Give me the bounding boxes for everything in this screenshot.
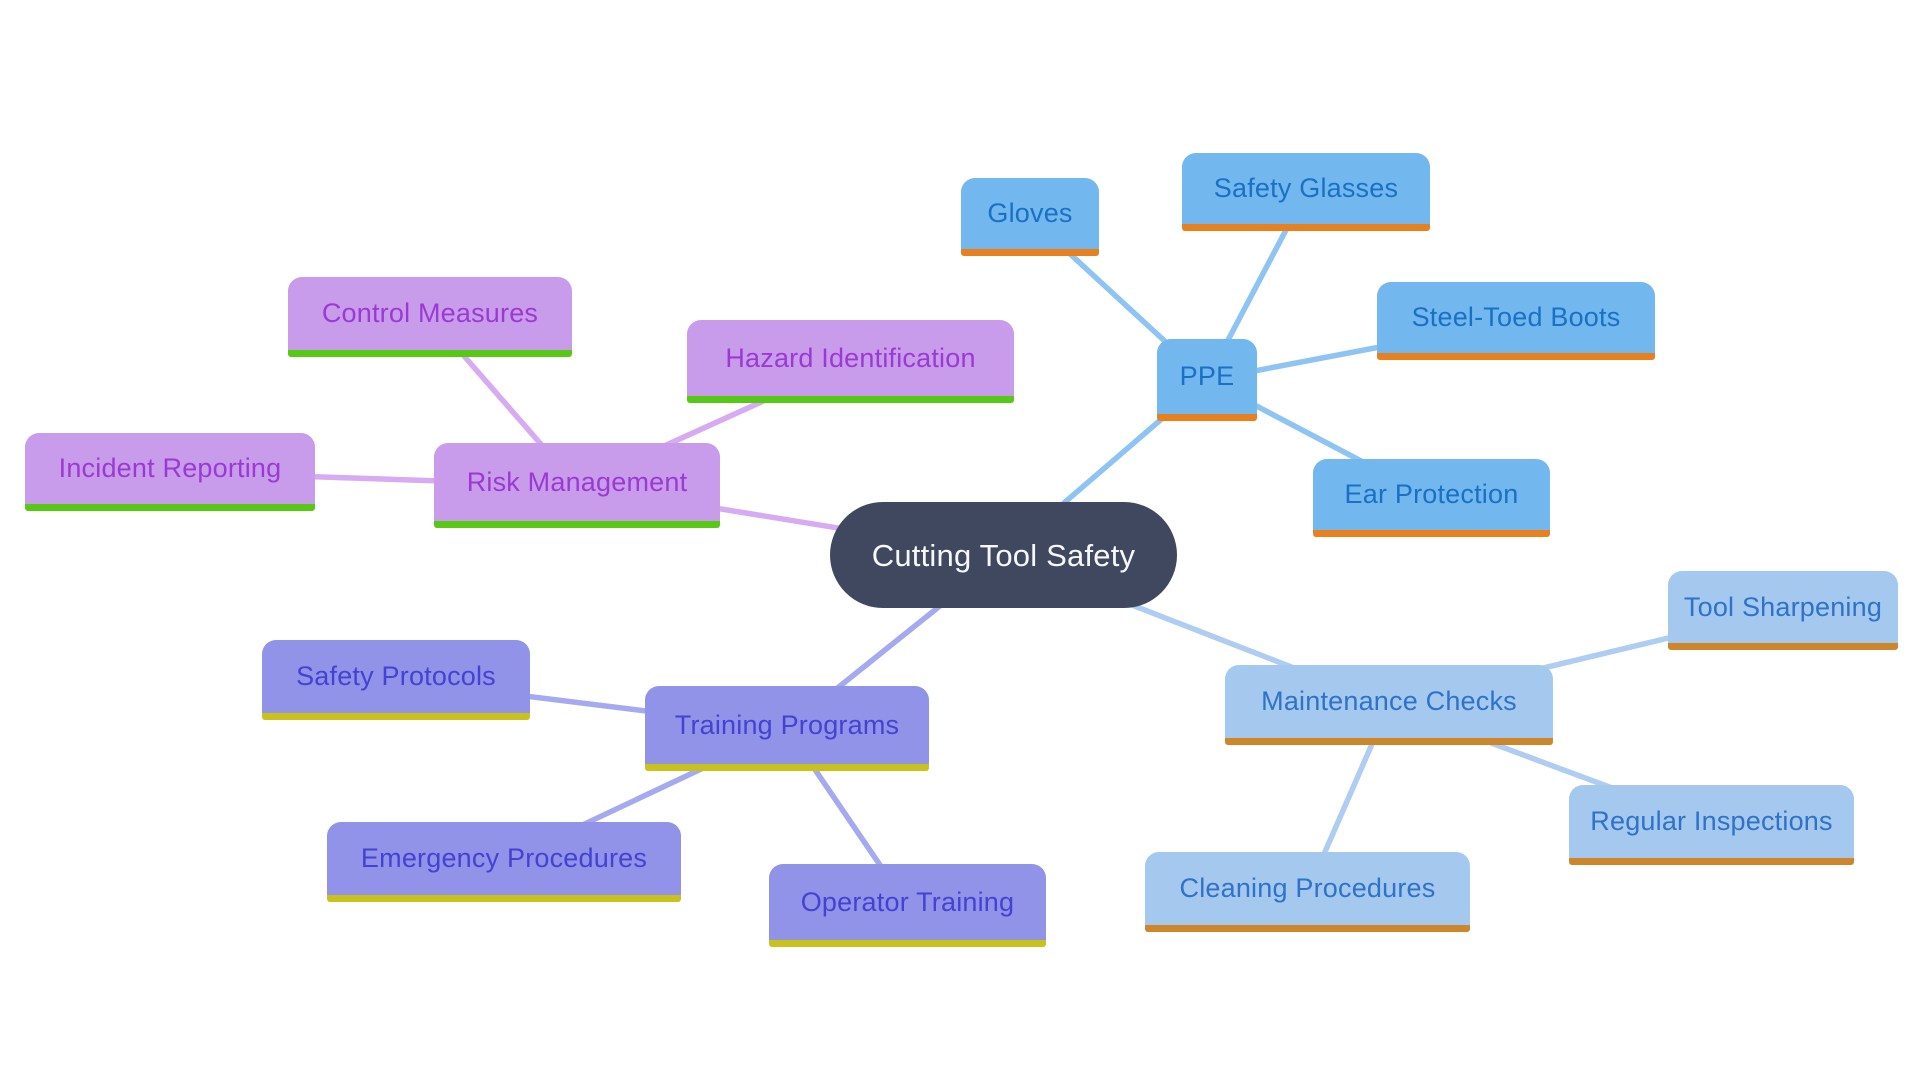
node-label: Cleaning Procedures (1179, 873, 1436, 903)
mindmap-node-cleaning-procedures[interactable]: Cleaning Procedures (1145, 852, 1470, 932)
node-label: Safety Glasses (1213, 173, 1399, 203)
node-label: Risk Management (466, 466, 688, 497)
mindmap-node-maintenance-checks[interactable]: Maintenance Checks (1225, 665, 1553, 745)
mindmap-node-risk-management[interactable]: Risk Management (434, 443, 720, 528)
mindmap-node-regular-inspections[interactable]: Regular Inspections (1569, 785, 1854, 865)
node-label: Incident Reporting (58, 453, 282, 483)
mindmap-node-safety-protocols[interactable]: Safety Protocols (262, 640, 530, 720)
node-label: Training Programs (674, 709, 900, 740)
mindmap-node-gloves[interactable]: Gloves (961, 178, 1099, 256)
node-label: Ear Protection (1344, 479, 1519, 509)
node-label: PPE (1179, 361, 1235, 391)
mindmap-node-ear-protection[interactable]: Ear Protection (1313, 459, 1550, 537)
node-label: Safety Protocols (296, 661, 496, 691)
node-label: Control Measures (321, 298, 539, 328)
node-label: Operator Training (800, 886, 1015, 917)
node-label: Steel-Toed Boots (1411, 302, 1621, 332)
node-label: Maintenance Checks (1261, 686, 1517, 716)
mindmap-node-ppe[interactable]: PPE (1157, 339, 1257, 421)
mindmap-node-control-measures[interactable]: Control Measures (288, 277, 572, 357)
mindmap-node-training-programs[interactable]: Training Programs (645, 686, 929, 771)
node-label: Cutting Tool Safety (871, 537, 1136, 573)
mindmap-node-emergency-procedures[interactable]: Emergency Procedures (327, 822, 681, 902)
mindmap-node-steel-toed-boots[interactable]: Steel-Toed Boots (1377, 282, 1655, 360)
mindmap-node-tool-sharpening[interactable]: Tool Sharpening (1668, 571, 1898, 650)
mindmap-node-hazard-identification[interactable]: Hazard Identification (687, 320, 1014, 403)
node-label: Emergency Procedures (360, 843, 648, 873)
mindmap-node-safety-glasses[interactable]: Safety Glasses (1182, 153, 1430, 231)
mindmap-node-central[interactable]: Cutting Tool Safety (830, 502, 1177, 608)
mindmap-node-operator-training[interactable]: Operator Training (769, 864, 1046, 947)
node-label: Gloves (987, 198, 1073, 228)
mindmap-node-incident-reporting[interactable]: Incident Reporting (25, 433, 315, 511)
node-label: Regular Inspections (1590, 806, 1833, 836)
node-label: Tool Sharpening (1683, 591, 1883, 622)
node-label: Hazard Identification (725, 342, 976, 373)
